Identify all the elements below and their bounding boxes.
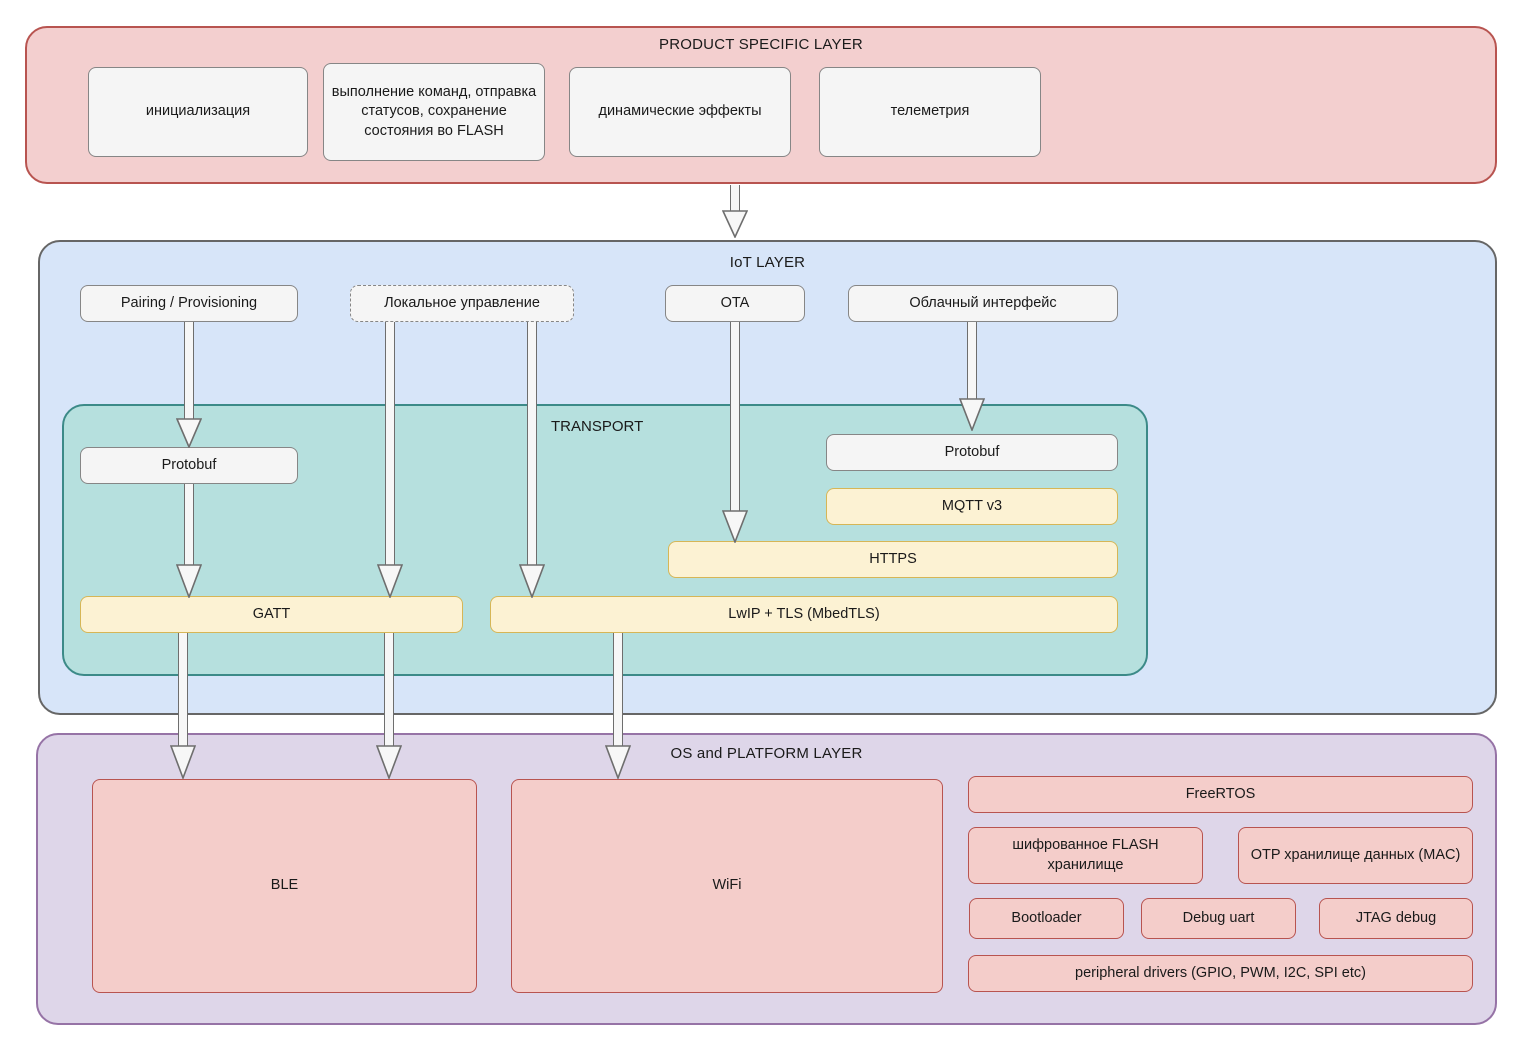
- transport-box-lwip-tls[interactable]: LwIP + TLS (MbedTLS): [490, 596, 1118, 633]
- iot-box-local-control[interactable]: Локальное управление: [350, 285, 574, 322]
- os-box-ble[interactable]: BLE: [92, 779, 477, 993]
- iot-box-pairing-provisioning[interactable]: Pairing / Provisioning: [80, 285, 298, 322]
- iot-box-ota[interactable]: OTA: [665, 285, 805, 322]
- transport-box-label: GATT: [252, 605, 291, 622]
- transport-box-label: HTTPS: [869, 550, 917, 567]
- transport-box-label: LwIP + TLS (MbedTLS): [728, 605, 880, 622]
- arrow-gatt-to-ble-right-shaft: [384, 633, 394, 747]
- arrow-cloud-to-protobuf-shaft: [967, 322, 977, 400]
- iot-box-label: Облачный интерфейс: [909, 294, 1057, 311]
- os-box-label: Debug uart: [1182, 909, 1255, 926]
- os-box-label: JTAG debug: [1355, 909, 1437, 926]
- os-box-label: BLE: [270, 877, 299, 894]
- product-box-label: телеметрия: [890, 103, 970, 120]
- os-box-freertos[interactable]: FreeRTOS: [968, 776, 1473, 813]
- product-box-label: инициализация: [145, 103, 251, 120]
- transport-box-mqtt-v3[interactable]: MQTT v3: [826, 488, 1118, 525]
- transport-box-label: MQTT v3: [941, 497, 1003, 514]
- product-box-dynamic-effects[interactable]: динамические эффекты: [569, 67, 791, 157]
- os-box-jtag-debug[interactable]: JTAG debug: [1319, 898, 1473, 939]
- os-box-otp-storage-mac[interactable]: OTP хранилище данных (MAC): [1238, 827, 1473, 884]
- transport-box-label: Protobuf: [944, 443, 1000, 460]
- product-layer-title: PRODUCT SPECIFIC LAYER: [659, 36, 863, 53]
- iot-box-cloud-interface[interactable]: Облачный интерфейс: [848, 285, 1118, 322]
- iot-box-label: Pairing / Provisioning: [120, 294, 258, 311]
- os-box-label: FreeRTOS: [1185, 785, 1256, 802]
- arrow-gatt-to-ble-left-shaft: [178, 633, 188, 747]
- iot-layer-title: IoT LAYER: [729, 254, 806, 271]
- arrow-product-to-iot-shaft: [730, 185, 740, 212]
- os-box-label: peripheral drivers (GPIO, PWM, I2C, SPI …: [1075, 964, 1366, 981]
- transport-box-https[interactable]: HTTPS: [668, 541, 1118, 578]
- os-box-peripheral-drivers[interactable]: peripheral drivers (GPIO, PWM, I2C, SPI …: [968, 955, 1473, 992]
- os-box-label: OTP хранилище данных (MAC): [1250, 846, 1461, 863]
- arrow-pairing-to-protobuf-shaft: [184, 322, 194, 420]
- product-box-label: динамические эффекты: [598, 103, 762, 120]
- product-box-commands-status-flash[interactable]: выполнение команд, отправка статусов, со…: [323, 63, 545, 161]
- os-box-wifi[interactable]: WiFi: [511, 779, 943, 993]
- os-box-label: Bootloader: [1011, 909, 1082, 926]
- arrow-lwip-to-wifi-shaft: [613, 633, 623, 747]
- transport-box-protobuf-ble[interactable]: Protobuf: [80, 447, 298, 484]
- arrow-local-control-right-shaft: [527, 322, 537, 566]
- os-layer-title: OS and PLATFORM LAYER: [670, 745, 863, 762]
- iot-box-label: Локальное управление: [384, 294, 540, 311]
- os-box-label: шифрованное FLASH хранилище: [1012, 836, 1159, 873]
- arrow-ota-to-https-shaft: [730, 322, 740, 512]
- os-box-bootloader[interactable]: Bootloader: [969, 898, 1124, 939]
- product-box-telemetry[interactable]: телеметрия: [819, 67, 1041, 157]
- transport-title: TRANSPORT: [551, 418, 644, 435]
- transport-box-label: Protobuf: [161, 456, 217, 473]
- os-box-debug-uart[interactable]: Debug uart: [1141, 898, 1296, 939]
- arrow-local-control-left-shaft: [385, 322, 395, 566]
- arrow-protobuf-to-gatt-shaft: [184, 484, 194, 566]
- product-box-label: выполнение команд, отправка статусов, со…: [331, 83, 537, 139]
- iot-box-label: OTA: [720, 294, 750, 311]
- os-box-encrypted-flash-storage[interactable]: шифрованное FLASH хранилище: [968, 827, 1203, 884]
- transport-box-gatt[interactable]: GATT: [80, 596, 463, 633]
- os-box-label: WiFi: [712, 877, 742, 894]
- product-box-initialization[interactable]: инициализация: [88, 67, 308, 157]
- transport-box-protobuf-cloud[interactable]: Protobuf: [826, 434, 1118, 471]
